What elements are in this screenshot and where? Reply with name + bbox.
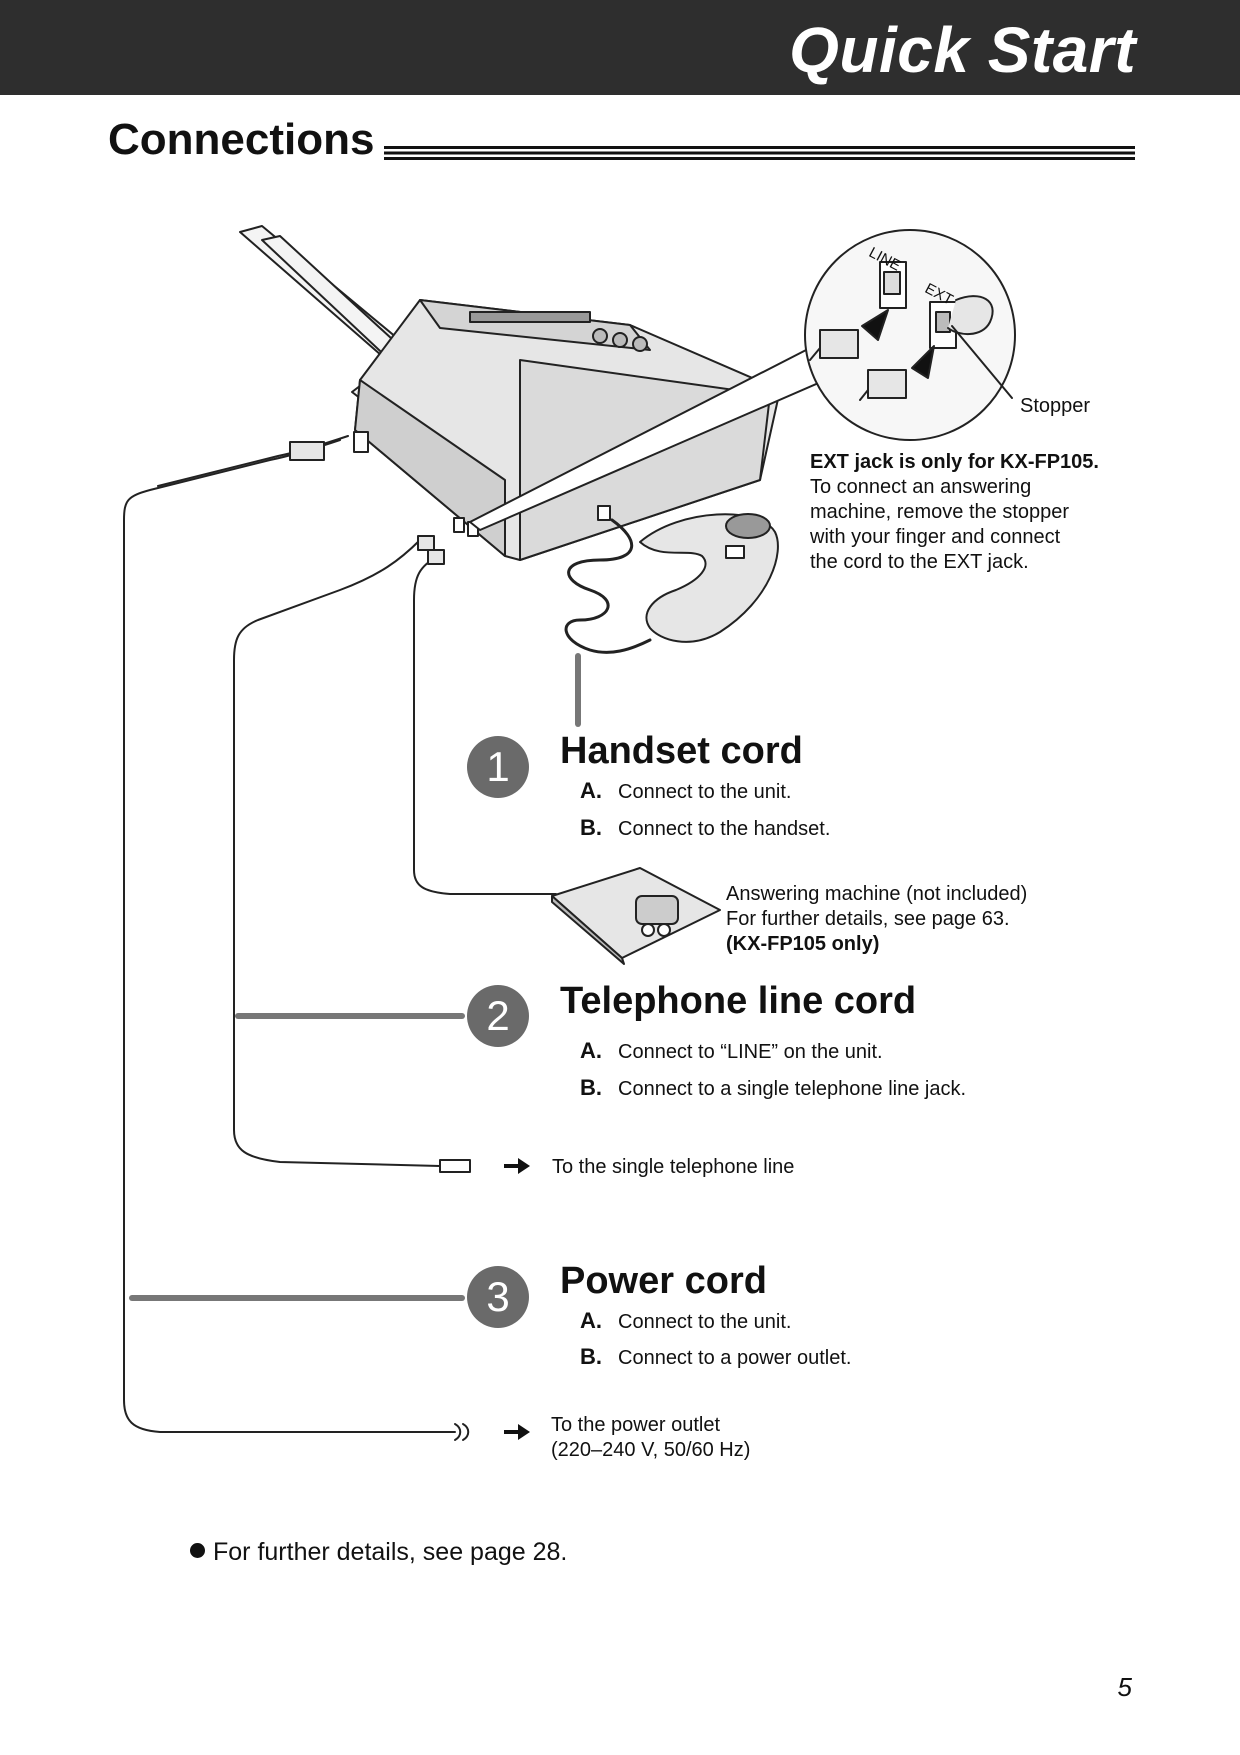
step-1-title: Handset cord: [560, 730, 803, 772]
step-1-item-b: B. Connect to the handset.: [580, 815, 831, 840]
step-2-item-a-letter: A.: [580, 1038, 602, 1063]
answering-machine-note-model: (KX-FP105 only): [726, 933, 880, 955]
telephone-line-cord: [233, 535, 471, 1173]
step-1-item-a: A. Connect to the unit.: [580, 778, 792, 803]
telephone-line-arrow-icon: [504, 1158, 530, 1174]
step-3-item-a: A. Connect to the unit.: [580, 1308, 792, 1333]
power-outlet-destination-line1: To the power outlet: [551, 1414, 720, 1436]
step-1-item-a-letter: A.: [580, 778, 602, 803]
answering-machine: [551, 867, 721, 965]
answering-machine-note-line: Answering machine (not included): [726, 883, 1028, 905]
section-title: Connections: [108, 115, 375, 164]
handset-cord: [564, 518, 652, 654]
telephone-line-destination: To the single telephone line: [552, 1156, 795, 1178]
step-2-title: Telephone line cord: [560, 980, 917, 1022]
power-cord: [123, 435, 470, 1441]
step-3-title: Power cord: [560, 1260, 767, 1302]
step-2-item-b-text: Connect to a single telephone line jack.: [618, 1078, 967, 1100]
step-1-item-a-text: Connect to the unit.: [618, 781, 792, 803]
step-2-item-b: B. Connect to a single telephone line jac…: [580, 1075, 967, 1100]
step-2-number: 2: [467, 985, 529, 1047]
ext-jack-note: EXT jack is only for KX-FP105. To connec…: [810, 450, 1140, 575]
jack-inset: [804, 229, 1016, 441]
ext-jack-note-line: with your finger and connect: [810, 526, 1061, 548]
bullet-icon: [190, 1543, 205, 1558]
ext-jack-note-line: machine, remove the stopper: [810, 501, 1070, 523]
header-bar: [0, 0, 1240, 95]
step-3-list: A. Connect to the unit. B. Connect to a po…: [580, 1310, 1180, 1370]
ext-jack-note-line: To connect an answering: [810, 476, 1032, 498]
step-3-item-a-text: Connect to the unit.: [618, 1311, 792, 1333]
header-title: Quick Start: [789, 14, 1136, 86]
step-1-item-b-text: Connect to the handset.: [618, 818, 831, 840]
step-1-number: 1: [467, 736, 529, 798]
step-2-item-a: A. Connect to “LINE” on the unit.: [580, 1038, 883, 1063]
step-2-list: A. Connect to “LINE” on the unit. B. Conne…: [580, 1040, 1180, 1100]
step-2-item-a-text: Connect to “LINE” on the unit.: [618, 1041, 883, 1063]
answering-machine-note: Answering machine (not included) For fur…: [726, 882, 1146, 957]
power-outlet-destination-line2: (220–240 V, 50/60 Hz): [551, 1439, 751, 1461]
handset: [639, 513, 779, 643]
step-3-item-b-letter: B.: [580, 1344, 602, 1369]
answering-machine-cord: [413, 549, 557, 895]
step-3-item-b: B. Connect to a power outlet.: [580, 1344, 852, 1369]
power-outlet-destination: To the power outlet (220–240 V, 50/60 Hz…: [551, 1413, 750, 1463]
step-2-item-b-letter: B.: [580, 1075, 602, 1100]
page-number: 5: [1117, 1672, 1132, 1702]
step-1-item-b-letter: B.: [580, 815, 602, 840]
step-1-list: A. Connect to the unit. B. Connect to the …: [580, 780, 1180, 840]
step-3-number: 3: [467, 1266, 529, 1328]
power-outlet-arrow-icon: [504, 1424, 530, 1440]
step-3-item-b-text: Connect to a power outlet.: [618, 1347, 852, 1369]
answering-machine-note-line: For further details, see page 63.: [726, 908, 1010, 930]
ext-jack-note-heading: EXT jack is only for KX-FP105.: [810, 451, 1099, 473]
stopper-label: Stopper: [1020, 395, 1091, 417]
step-3-item-a-letter: A.: [580, 1308, 602, 1333]
further-details-note: For further details, see page 28.: [190, 1538, 567, 1567]
ext-jack-note-line: the cord to the EXT jack.: [810, 551, 1029, 573]
section-title-rule: [384, 146, 1135, 160]
further-details-text: For further details, see page 28.: [213, 1538, 568, 1566]
